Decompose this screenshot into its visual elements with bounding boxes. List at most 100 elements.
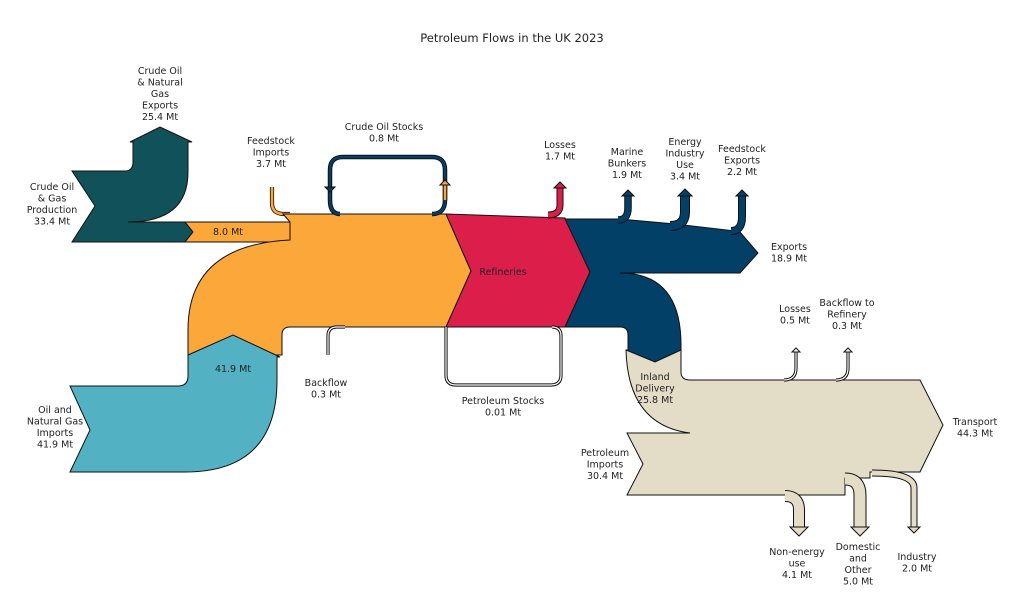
label-petroleum-imports-line: Imports (587, 460, 624, 471)
flow-inland-losses-arrowhead (790, 347, 802, 353)
label-feedstock-imports-line: 3.7 Mt (256, 159, 286, 170)
label-backflow-to-refinery-line: Backflow to (819, 298, 874, 309)
label-refineries: Refineries (479, 267, 526, 278)
flow-crude-production (71, 126, 194, 243)
label-feedstock-exports-line: Exports (724, 156, 760, 167)
label-imports-41-9: 41.9 Mt (215, 364, 251, 375)
label-imports-41-9-line: 41.9 Mt (215, 364, 251, 375)
flow-feedstock-exports (730, 196, 745, 234)
label-crude-oil-stocks-line: 0.8 Mt (369, 134, 399, 145)
label-domestic-other-line: Domestic (836, 542, 881, 553)
flow-marine-bunkers (617, 196, 631, 223)
label-crude-production-line: & Gas (38, 194, 67, 205)
label-refineries-line: Refineries (479, 267, 526, 278)
label-marine-bunkers-line: Marine (611, 147, 644, 158)
flow-industry (871, 470, 917, 527)
label-oil-gas-imports-line: 41.9 Mt (37, 440, 73, 451)
flow-petroleum-stocks (445, 326, 562, 386)
flow-domestic (844, 473, 866, 527)
label-petroleum-imports-line: 30.4 Mt (587, 471, 623, 482)
label-energy-industry-use-line: 3.4 Mt (670, 172, 700, 183)
label-industry-line: 2.0 Mt (902, 564, 932, 575)
label-oil-gas-imports-line: Imports (37, 428, 74, 439)
label-backflow-line: Backflow (305, 378, 348, 389)
flow-non-energy (784, 491, 804, 527)
flow-energy-use-arrowhead (676, 188, 694, 197)
label-petroleum-stocks-line: 0.01 Mt (485, 408, 521, 419)
flow-inland-losses (783, 352, 797, 381)
label-non-energy-use-line: Non-energy (769, 547, 825, 558)
flow-backflow (327, 326, 345, 355)
label-inland-delivery-line: 25.8 Mt (637, 395, 673, 406)
label-crude-oil-stocks-line: Crude Oil Stocks (345, 122, 424, 133)
label-marine-bunkers-line: 1.9 Mt (612, 170, 642, 181)
label-inland-losses-line: Losses (779, 304, 811, 315)
flow-feedstock-imports (270, 187, 290, 216)
label-energy-industry-use-line: Industry (665, 149, 704, 160)
flow-crude-oil-stocks-outline (327, 154, 448, 217)
flow-inland-delivery (625, 349, 944, 496)
flow-marine-bunkers-arrowhead (620, 189, 636, 197)
flow-refinery-input (187, 213, 472, 356)
flow-feedstock-exports-arrowhead (734, 189, 750, 197)
label-transport-line: 44.3 Mt (957, 429, 993, 440)
label-feedstock-imports-line: Imports (253, 148, 290, 159)
label-petroleum-stocks-line: Petroleum Stocks (462, 396, 545, 407)
label-crude-ng-exports-line: Crude Oil (138, 66, 182, 77)
label-backflow-to-refinery-line: 0.3 Mt (832, 321, 862, 332)
label-crude-production-line: Production (27, 205, 78, 216)
label-crude-ng-exports-line: Gas (151, 89, 169, 100)
flow-oil-gas-imports (69, 334, 281, 473)
label-feedstock-imports-line: Feedstock (247, 136, 295, 147)
flow-crude-oil-stocks-return-arrowhead (438, 179, 452, 186)
label-inland-delivery-line: Inland (640, 372, 669, 383)
label-backflow-line: 0.3 Mt (311, 390, 341, 401)
flow-industry-arrowhead (906, 526, 922, 534)
label-transport-line: Transport (952, 417, 998, 428)
label-crude-ng-exports-line: Exports (142, 101, 178, 112)
label-industry-line: Industry (897, 552, 936, 563)
flow-refinery-losses-arrowhead (552, 181, 568, 189)
chart-title: Petroleum Flows in the UK 2023 (420, 31, 603, 45)
flow-non-energy-arrowhead (788, 526, 810, 537)
label-exports-line: Exports (771, 242, 807, 253)
flow-refinery-output (564, 218, 759, 363)
label-oil-gas-imports-line: Natural Gas (27, 417, 83, 428)
flow-crude-oil-stocks-arrowhead (323, 186, 337, 193)
label-inland-delivery-line: Delivery (635, 384, 675, 395)
label-energy-industry-use-line: Energy (668, 137, 702, 148)
flow-backflow-refinery (835, 352, 849, 381)
flow-crude-oil-stocks (328, 155, 447, 216)
thin-flows (323, 154, 922, 537)
flow-petroleum-stocks-outline (444, 325, 563, 387)
label-refinery-losses-line: Losses (544, 140, 576, 151)
label-feedstock-exports-line: 2.2 Mt (727, 167, 757, 178)
label-flow-8mt-line: 8.0 Mt (213, 227, 243, 238)
label-energy-industry-use-line: Use (676, 160, 694, 171)
label-domestic-other-line: and (849, 554, 867, 565)
label-exports-line: 18.9 Mt (771, 254, 807, 265)
label-refinery-losses-line: 1.7 Mt (545, 152, 575, 163)
label-flow-8mt: 8.0 Mt (213, 227, 243, 238)
flow-backflow-refinery-arrowhead (842, 347, 854, 353)
label-backflow-to-refinery-line: Refinery (827, 310, 867, 321)
label-non-energy-use-line: 4.1 Mt (782, 570, 812, 581)
label-petroleum-imports-line: Petroleum (581, 448, 629, 459)
